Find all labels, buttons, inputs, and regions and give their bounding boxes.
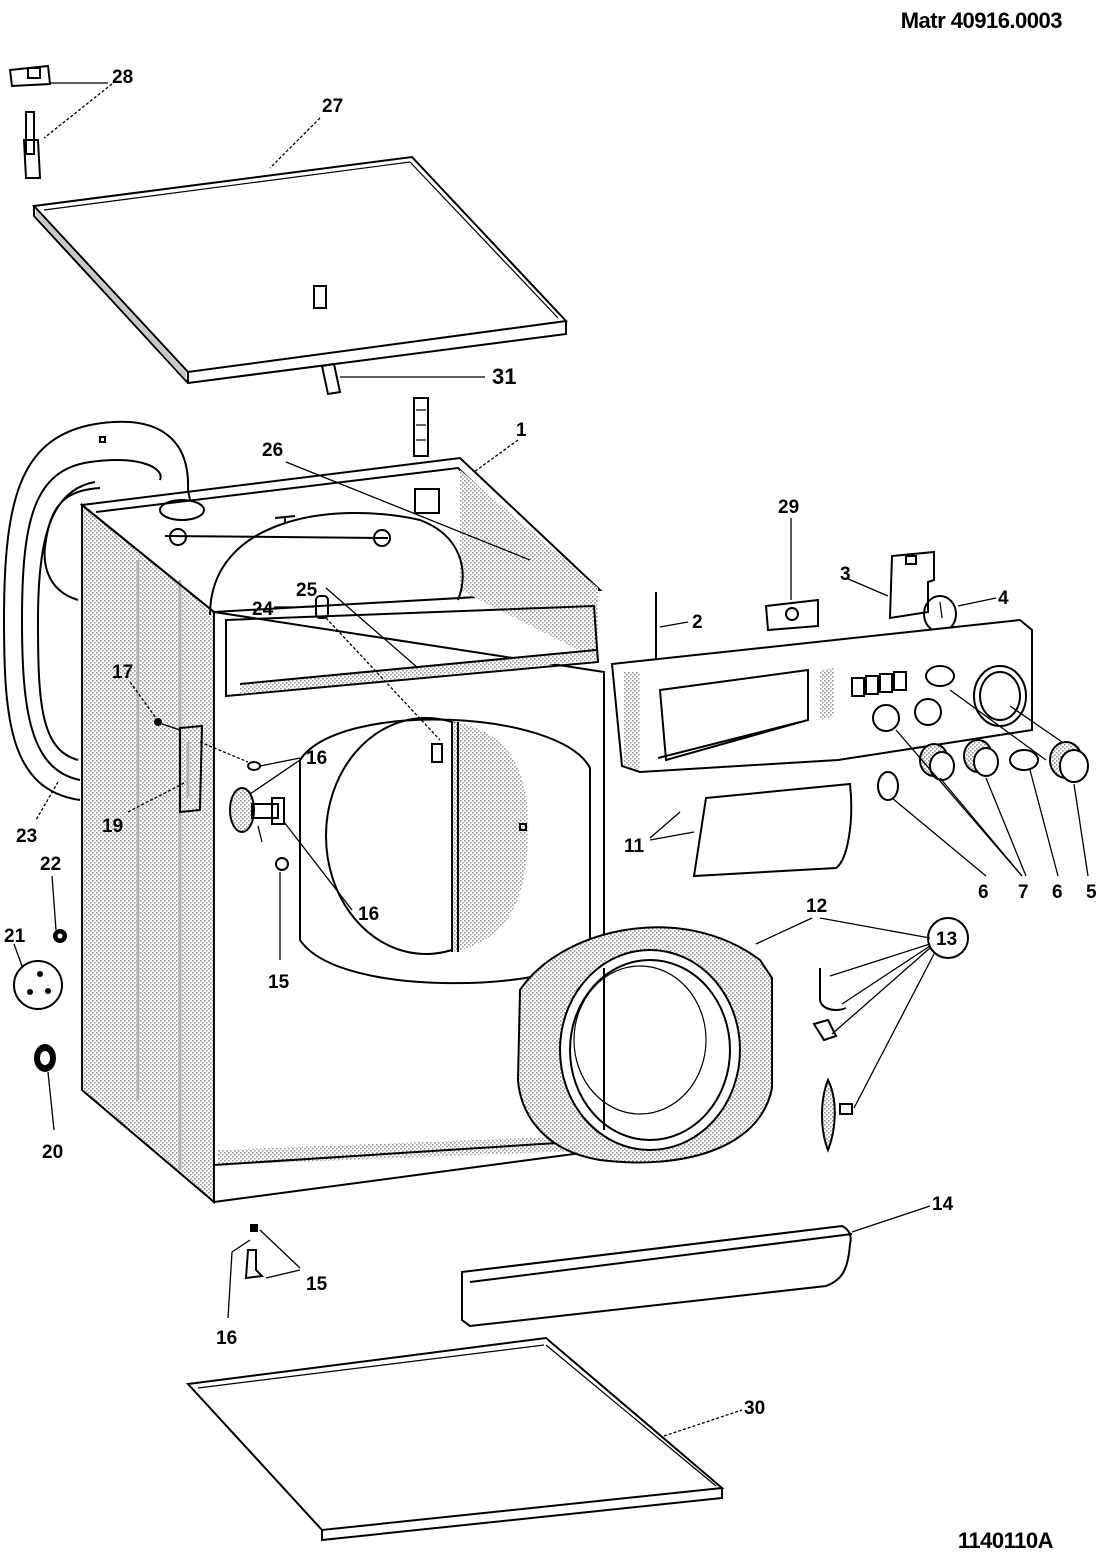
part-11-hinge-handle-kit [812,917,969,1153]
part-knobs [877,689,1089,877]
part-3-control-board [845,550,935,620]
part-22-plug [51,875,67,943]
callout-14: 16 [216,1328,237,1349]
part-27-top-cover [31,117,569,385]
callout-4: 4 [998,588,1009,609]
part-20-grommet [34,1044,56,1131]
part-28-hinge-bracket [8,64,113,179]
callout-23: 23 [16,826,37,847]
part-19-bracket [127,681,249,814]
leader-26 [285,461,531,561]
callout-24: 24 [252,599,274,620]
callout-6-knob: 6 [1052,882,1063,903]
callout-3: 3 [840,564,851,585]
callout-20: 20 [42,1142,63,1163]
part-12-kick-plate [461,1205,931,1328]
part-31-top-clip [320,362,485,396]
callout-11: 13 [936,929,957,950]
part-16-door-interlock [229,787,353,960]
part-23-rear-panel [2,420,191,821]
part-9-control-panel [610,618,1033,841]
callout-26: 26 [262,440,283,461]
callout-21: 21 [4,926,26,947]
part-1-cabinet [79,397,605,1205]
drawing-code: 1140110A [958,1528,1054,1553]
callout-22: 22 [40,854,61,875]
callout-9: 11 [624,836,645,857]
part-13-14-fasteners [227,1224,301,1319]
callout-27: 27 [322,96,343,117]
part-30-base-tray [185,1336,743,1542]
callout-18: 17 [112,662,133,683]
callout-31: 31 [492,364,516,389]
callout-15: 15 [268,972,290,993]
callout-29: 29 [778,497,799,518]
callout-13: 15 [306,1274,328,1295]
callout-7: 7 [1018,882,1029,903]
part-2-rod [655,592,689,660]
callout-25: 25 [296,580,318,601]
callout-17: 16 [306,748,327,769]
callout-5: 5 [1086,882,1097,903]
callout-30: 30 [744,1398,765,1419]
callout-12: 14 [932,1194,954,1215]
part-21-cover-plate [13,943,63,1010]
leader-25 [325,587,419,669]
callout-6-button: 6 [978,882,989,903]
callout-28: 28 [112,67,133,88]
callout-2: 2 [692,612,703,633]
part-10-door [516,917,931,1164]
part-24-clip [274,285,441,741]
part-29-filter [764,518,819,632]
part-9-drawer-handle [692,782,853,878]
material-code: Matr 40916.0003 [901,8,1063,33]
callout-16: 16 [358,904,379,925]
callout-10: 12 [806,896,827,917]
callout-1: 1 [516,420,527,441]
callout-19: 19 [102,816,123,837]
